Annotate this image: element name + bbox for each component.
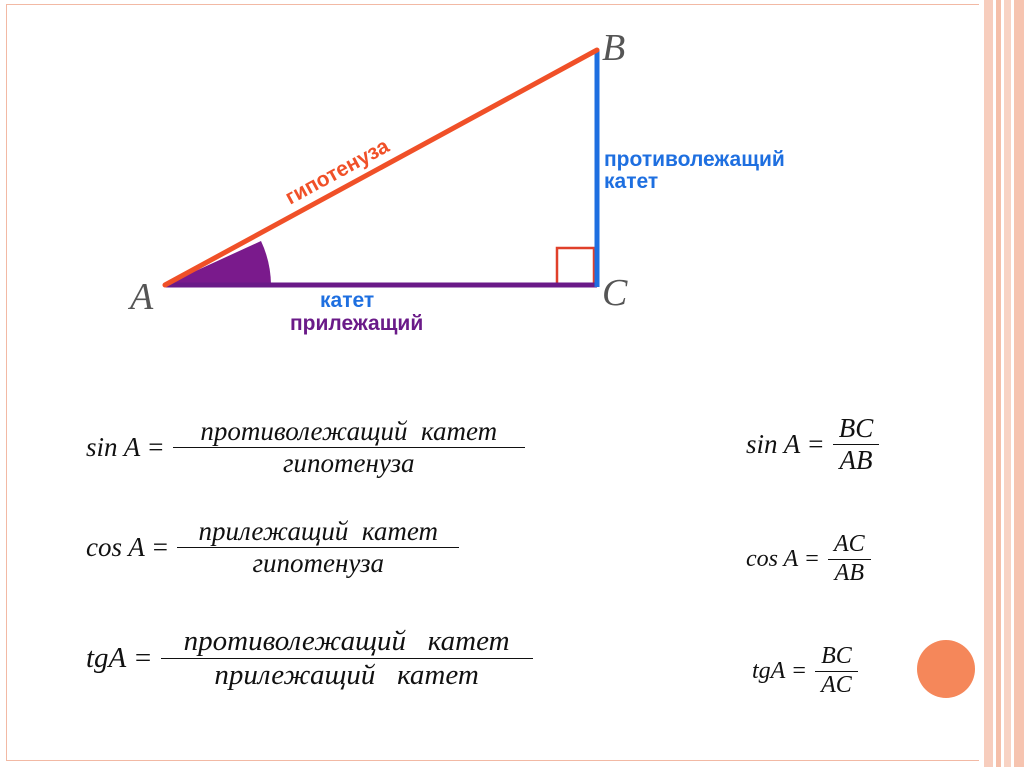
formula-lhs: sin A = [746,429,825,460]
right-triangle-diagram: A B C гипотенуза противолежащий катет ка… [127,27,785,335]
vertex-label-b: B [602,27,625,69]
numerator: BC [832,413,880,446]
formula-lhs: sin A = [86,432,165,463]
fraction: прилежащий катет гипотенуза [177,516,460,579]
numerator: BC [815,643,858,672]
formula-tg-words: tgA = противолежащий катет прилежащий ка… [86,625,533,693]
fraction: BC AB [832,413,880,476]
opposite-label-line2: катет [604,170,658,193]
fraction: противолежащий катет прилежащий катет [160,625,533,693]
fraction: противолежащий катет гипотенуза [172,416,525,479]
opposite-label-line1: противолежащий [604,148,785,171]
slide-frame [6,4,979,761]
decorative-right-border [984,0,1024,767]
numerator: противолежащий катет [172,416,525,449]
hypotenuse-ab [162,47,600,288]
adjacent-label-line2: прилежащий [290,312,423,335]
vertex-label-a: A [127,276,154,318]
denominator: AC [821,671,852,698]
formula-lhs: cos A = [746,545,820,572]
formula-lhs: tgA = [752,657,808,684]
adjacent-label-line1: катет [320,289,374,312]
angle-a-marker [165,241,271,285]
formula-lhs: tgA = [86,642,153,675]
formula-lhs: cos A = [86,532,170,563]
fraction: AC AB [827,531,871,587]
formula-sin-words: sin A = противолежащий катет гипотенуза [86,416,525,479]
formula-sin-letters: sin A = BC AB [746,413,880,476]
numerator: AC [827,531,871,560]
formula-tg-letters: tgA = BC AC [752,643,858,699]
numerator: противолежащий катет [160,625,533,660]
denominator: AB [839,445,873,476]
fraction: BC AC [815,643,858,699]
denominator: гипотенуза [282,448,415,479]
denominator: прилежащий катет [214,659,479,692]
numerator: прилежащий катет [177,516,460,549]
formula-cos-letters: cos A = AC AB [746,531,871,587]
formula-cos-words: cos A = прилежащий катет гипотенуза [86,516,460,579]
denominator: гипотенуза [252,548,385,579]
denominator: AB [834,559,864,586]
right-angle-marker [555,246,596,287]
decorative-orange-circle [917,640,975,698]
vertex-label-c: C [602,272,628,314]
